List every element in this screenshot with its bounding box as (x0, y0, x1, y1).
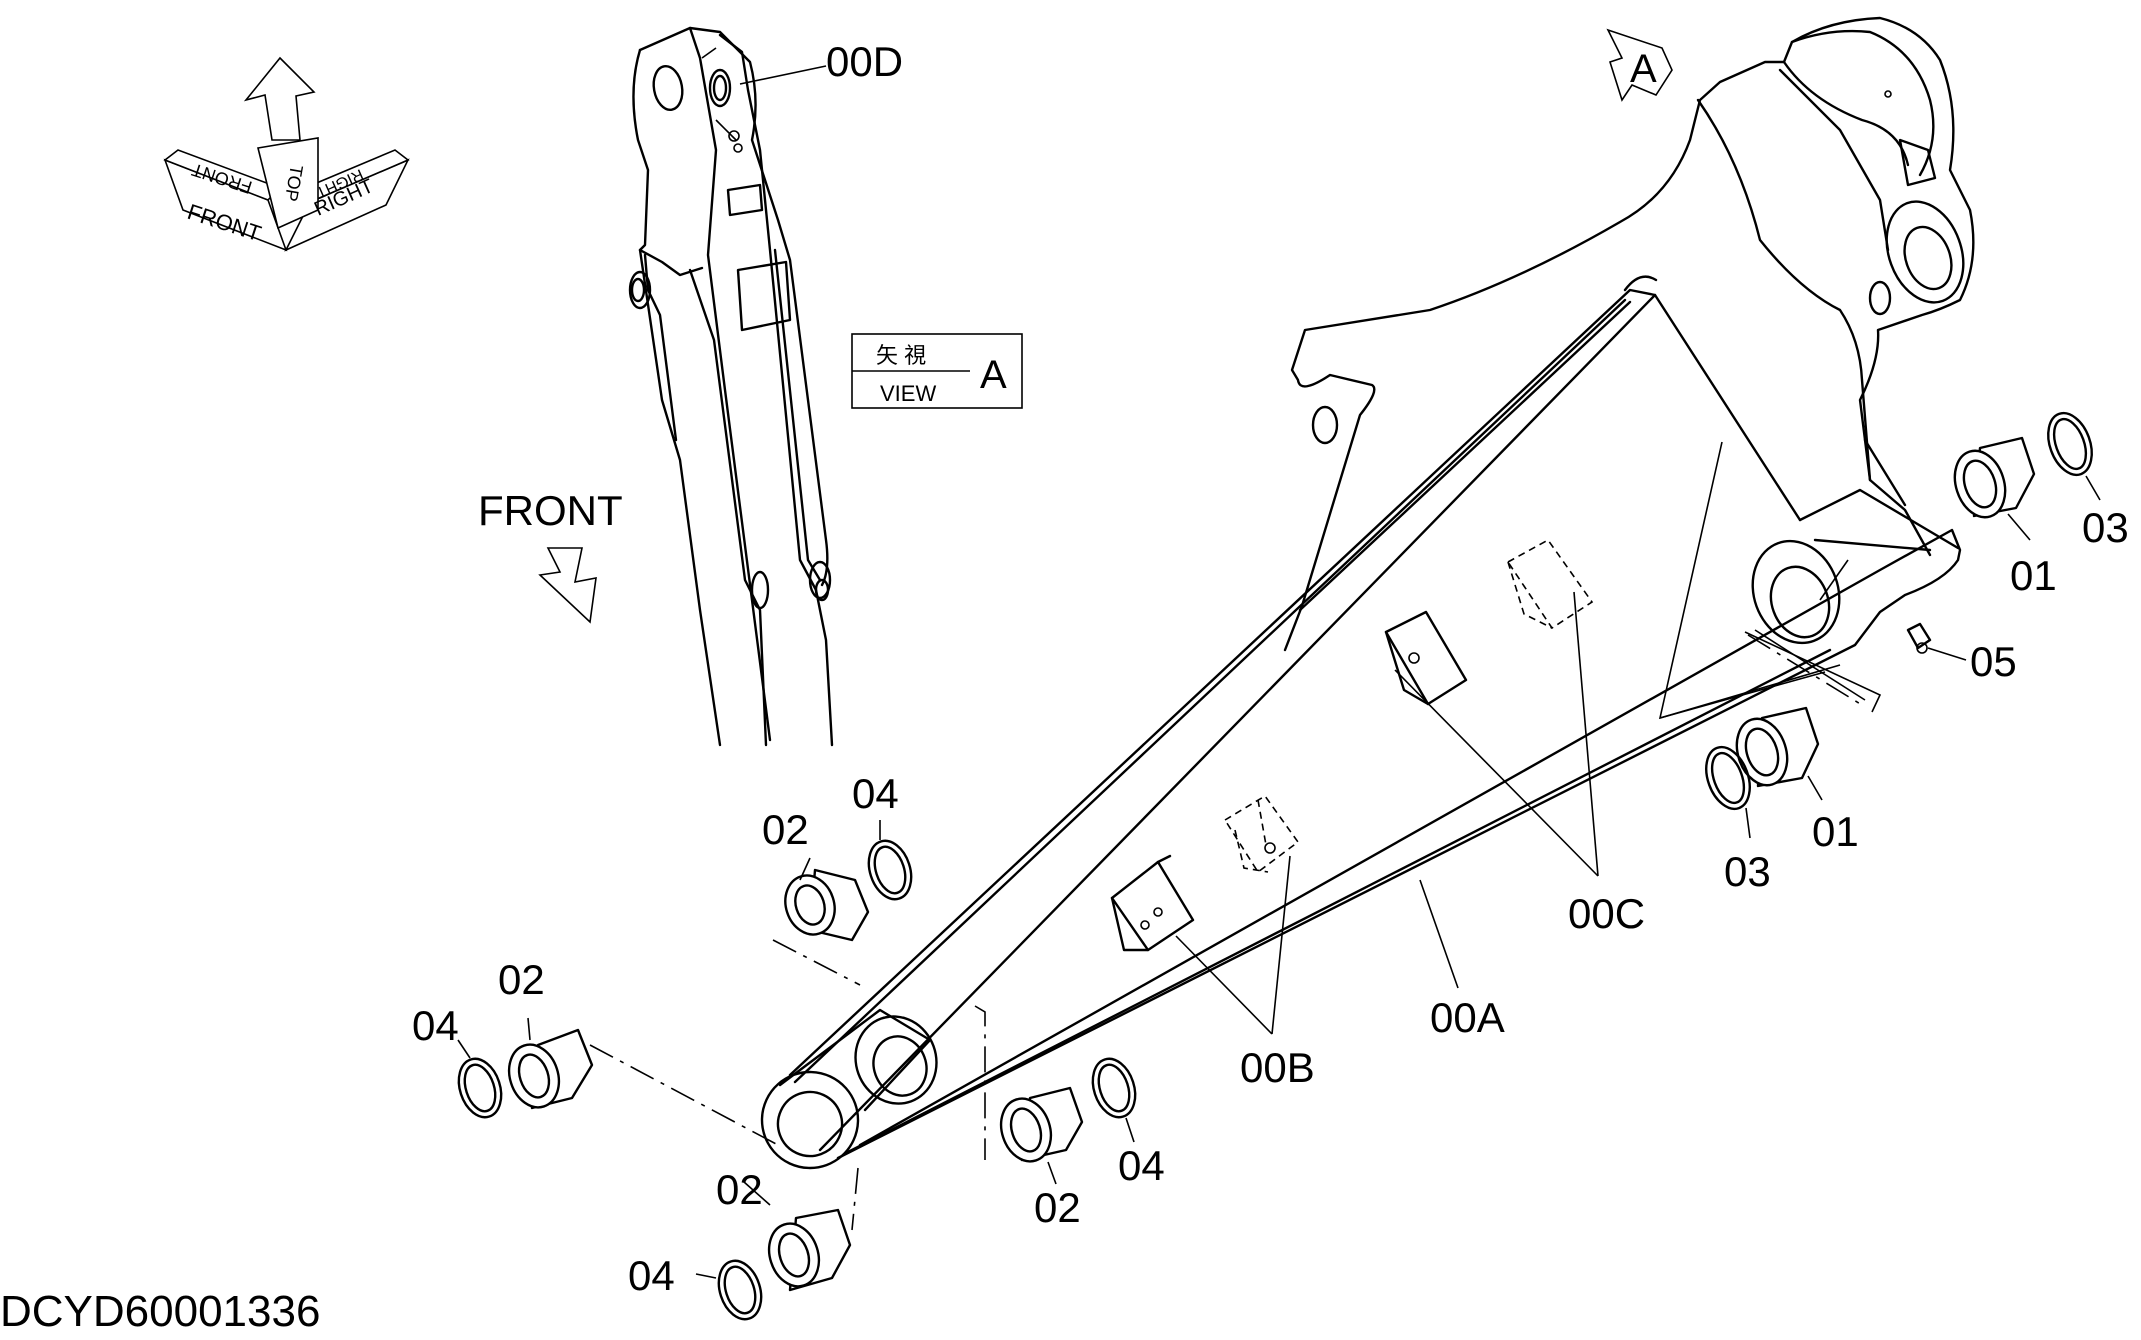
bushing-01-lower (1735, 706, 1820, 788)
gussets (1110, 538, 1594, 952)
callout-02-left: 02 (498, 956, 545, 1003)
view-box-letter: A (980, 353, 1007, 397)
drawing-id: DCYD60001336 (0, 1287, 320, 1335)
callout-02-middle: 02 (1034, 1184, 1081, 1231)
front-arrow-icon (538, 547, 597, 624)
grease-fitting-05 (1906, 622, 1932, 654)
seal-03-lower (1705, 745, 1751, 811)
bushing-02-upper (784, 868, 870, 942)
view-box-en: VIEW (880, 381, 936, 406)
bushing-02-middle (999, 1086, 1084, 1163)
leader-lines (457, 65, 2101, 1279)
callout-03-upper: 03 (2082, 504, 2129, 551)
callout-01-lower: 01 (1812, 808, 1859, 855)
seal-04-left (457, 1057, 503, 1119)
callout-labels: 00D 00A 00B 00C 01 01 03 03 05 02 04 02 … (412, 38, 2129, 1299)
callout-03-lower: 03 (1724, 848, 1771, 895)
callout-02-upper: 02 (762, 806, 809, 853)
callout-05: 05 (1970, 638, 2017, 685)
view-a-marker: A (1606, 28, 1673, 102)
view-a-arrow-icon (1606, 28, 1673, 102)
orientation-top-panel (257, 137, 319, 230)
bushing-02-left (507, 1028, 594, 1110)
view-box-jp: 矢 視 (876, 343, 926, 368)
callout-00C: 00C (1568, 890, 1645, 937)
view-a-marker-letter: A (1630, 47, 1657, 91)
view-a-arm-detail (628, 26, 834, 747)
callout-04-lower: 04 (628, 1252, 675, 1299)
seal-03-upper (2047, 411, 2093, 477)
bushing-01-upper (1953, 436, 2036, 519)
view-a-box: 矢 視 VIEW A (851, 333, 1023, 409)
callout-04-upper: 04 (852, 770, 899, 817)
bushing-02-lower (767, 1208, 852, 1292)
orientation-up-arrow (243, 56, 316, 141)
callout-00A: 00A (1430, 994, 1505, 1041)
front-arrow-label: FRONT (478, 487, 623, 534)
callout-04-middle: 04 (1118, 1142, 1165, 1189)
callout-02-lower: 02 (716, 1166, 763, 1213)
callout-00B: 00B (1240, 1044, 1315, 1091)
seal-04-lower (717, 1259, 763, 1321)
seal-04-middle (1091, 1057, 1137, 1119)
boom-main-body (760, 16, 1975, 1170)
front-direction-arrow: FRONT (478, 487, 623, 624)
seal-04-upper (867, 839, 913, 901)
callout-00D: 00D (826, 38, 903, 85)
orientation-indicator: FRONT FRONT TOP RIGHT RIGHT (163, 56, 410, 252)
callout-01-upper: 01 (2010, 552, 2057, 599)
hardware-parts (457, 411, 2093, 1321)
callout-04-left: 04 (412, 1002, 459, 1049)
center-lines (589, 634, 1863, 1231)
